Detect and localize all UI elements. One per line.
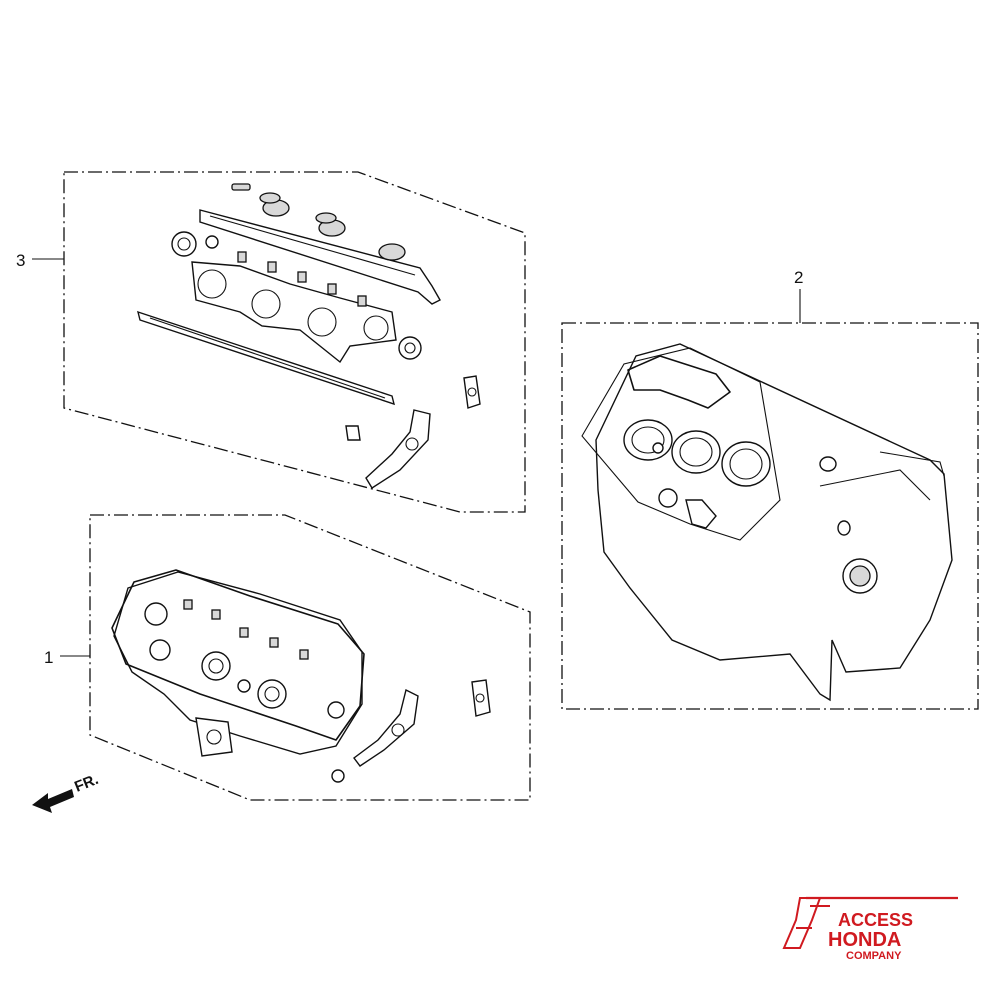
front-direction-arrow-icon: FR.: [32, 771, 101, 813]
callout-1: 1: [44, 648, 53, 667]
part-group-3[interactable]: 3: [16, 171, 526, 513]
callout-2: 2: [794, 268, 803, 287]
access-honda-logo: ACCESS HONDA COMPANY: [782, 896, 958, 962]
cylinder-head-gasket-set-drawing: [111, 569, 491, 783]
engine-block-gasket-drawing: [581, 343, 953, 702]
part-group-2[interactable]: 2: [561, 268, 979, 710]
part-group-1[interactable]: 1: [32, 514, 531, 813]
front-direction-label: FR.: [72, 771, 101, 796]
logo-line-company: COMPANY: [846, 950, 902, 962]
intake-gasket-set-drawing: [137, 183, 481, 489]
logo-line-access: ACCESS: [838, 910, 913, 930]
logo-line-honda: HONDA: [828, 929, 901, 951]
callout-3: 3: [16, 251, 25, 270]
